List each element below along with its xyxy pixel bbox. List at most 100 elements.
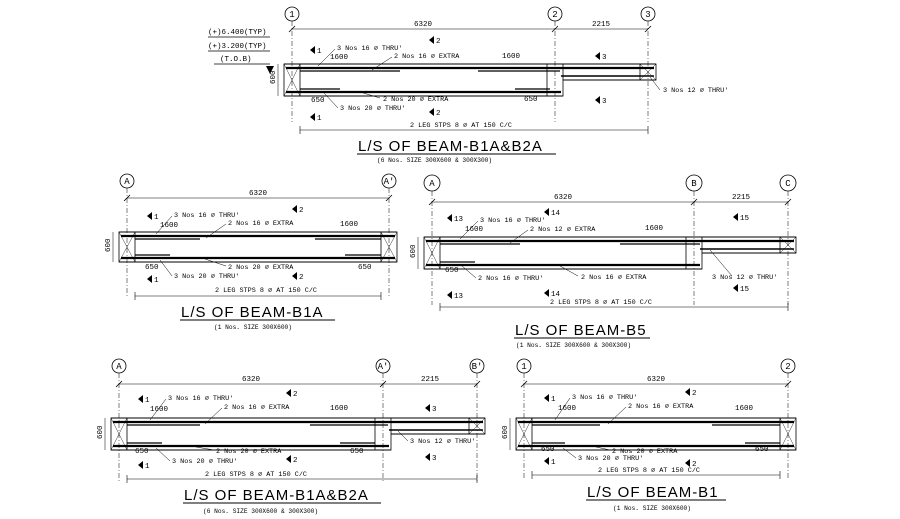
top-through-bars: 3 Nos 16 ∅ THRU' bbox=[168, 395, 233, 403]
bottom-extra-length: 650 bbox=[541, 446, 555, 454]
beam-b1a-b2a-top: 1 2 3 6320 2215 bbox=[270, 6, 728, 164]
top-extra-length: 1600 bbox=[150, 406, 169, 414]
top-extra-length: 1600 bbox=[465, 226, 484, 234]
bottom-extra-bars: 2 Nos 20 ∅ EXTRA bbox=[383, 96, 449, 104]
bottom-extra-length: 650 bbox=[524, 96, 538, 104]
bottom-extra-length: 650 bbox=[358, 264, 372, 272]
cantilever-through-bars: 3 Nos 12 ∅ THRU' bbox=[663, 87, 728, 95]
section-marker: 13 bbox=[454, 216, 464, 224]
top-extra-length: 1600 bbox=[340, 221, 359, 229]
section-marker: 3 bbox=[602, 54, 607, 62]
stirrup-spec: 2 LEG STPS 8 ∅ AT 150 C/C bbox=[410, 122, 512, 130]
grid-label: A bbox=[429, 179, 435, 189]
grid-label: B' bbox=[472, 362, 483, 372]
bottom-extra-bars: 2 Nos 20 ∅ EXTRA bbox=[216, 448, 282, 456]
section-marker: 1 bbox=[154, 214, 159, 222]
bottom-extra-bars: 2 Nos 20 ∅ EXTRA bbox=[612, 448, 678, 456]
bottom-extra-length: 650 bbox=[135, 448, 149, 456]
bottom-through-bars: 3 Nos 20 ∅ THRU' bbox=[578, 455, 643, 463]
stirrup-spec: 2 LEG STPS 8 ∅ AT 150 C/C bbox=[550, 299, 652, 307]
section-marker: 3 bbox=[602, 98, 607, 106]
grid-label: A bbox=[124, 177, 130, 187]
top-extra-length: 1600 bbox=[160, 222, 179, 230]
grid-label: 1 bbox=[289, 10, 294, 20]
top-extra-length: 1600 bbox=[330, 405, 349, 413]
top-through-bars: 3 Nos 16 ∅ THRU' bbox=[337, 45, 402, 53]
level-mid: (+)3.200(TYP) bbox=[208, 43, 267, 51]
top-extra-length: 1600 bbox=[645, 225, 664, 233]
top-extra-bars: 2 Nos 16 ∅ EXTRA bbox=[628, 403, 694, 411]
section-marker: 1 bbox=[317, 115, 322, 123]
stirrup-spec: 2 LEG STPS 8 ∅ AT 150 C/C bbox=[215, 287, 317, 295]
span-dimension: 6320 bbox=[554, 194, 573, 202]
span-dimension: 6320 bbox=[647, 376, 666, 384]
section-marker: 14 bbox=[551, 291, 561, 299]
span-dimension: 6320 bbox=[242, 376, 261, 384]
bottom-extra-length: 650 bbox=[350, 448, 364, 456]
top-through-bars: 3 Nos 16 ∅ THRU' bbox=[572, 394, 637, 402]
stirrup-spec: 2 LEG STPS 8 ∅ AT 150 C/C bbox=[205, 471, 307, 479]
span-dimension: 2215 bbox=[421, 376, 440, 384]
beam-title: L/S OF BEAM-B1A&B2A bbox=[184, 487, 369, 504]
span-dimension: 6320 bbox=[414, 21, 433, 29]
beam-b5: A B C 6320 2215 600 1600 1600 650 bbox=[410, 174, 797, 349]
section-marker: 1 bbox=[145, 463, 150, 471]
top-through-bars: 3 Nos 16 ∅ THRU' bbox=[174, 212, 239, 220]
beam-subtitle: (6 Nos. SIZE 300X600 & 300X300) bbox=[203, 508, 318, 515]
bottom-through-bars: 3 Nos 20 ∅ THRU' bbox=[174, 273, 239, 281]
span-dimension: 6320 bbox=[249, 190, 268, 198]
beam-subtitle: (1 Nos. SIZE 300X600) bbox=[613, 505, 691, 512]
beam-depth: 600 bbox=[270, 70, 278, 84]
section-marker: 2 bbox=[436, 110, 441, 118]
beam-b1a-b2a-bottom: A A' B' 6320 2215 600 1600 1600 6 bbox=[97, 358, 486, 515]
beam-title: L/S OF BEAM-B1 bbox=[587, 484, 719, 501]
top-extra-bars: 2 Nos 16 ∅ EXTRA bbox=[228, 220, 294, 228]
beam-depth: 600 bbox=[105, 238, 113, 252]
grid-label: 1 bbox=[521, 362, 526, 372]
section-marker: 2 bbox=[293, 391, 298, 399]
cantilever-through-bars: 3 Nos 12 ∅ THRU' bbox=[410, 438, 475, 446]
section-marker: 1 bbox=[551, 459, 556, 467]
bottom-through-bars: 2 Nos 16 ∅ THRU' bbox=[478, 275, 543, 283]
section-marker: 3 bbox=[432, 406, 437, 414]
bottom-extra-length: 650 bbox=[445, 267, 459, 275]
beam-depth: 600 bbox=[410, 244, 418, 258]
grid-label: 2 bbox=[552, 10, 557, 20]
level-top: (+)6.400(TYP) bbox=[208, 29, 267, 37]
beam-depth: 600 bbox=[502, 425, 510, 439]
section-marker: 2 bbox=[299, 207, 304, 215]
bottom-extra-length: 650 bbox=[755, 446, 769, 454]
bottom-extra-length: 650 bbox=[145, 264, 159, 272]
section-marker: 3 bbox=[432, 455, 437, 463]
beam-depth: 600 bbox=[97, 425, 105, 439]
top-extra-length: 1600 bbox=[502, 53, 521, 61]
bottom-through-bars: 3 Nos 20 ∅ THRU' bbox=[172, 458, 237, 466]
grid-label: B bbox=[691, 179, 697, 189]
section-marker: 2 bbox=[299, 274, 304, 282]
top-through-bars: 3 Nos 16 ∅ THRU' bbox=[480, 217, 545, 225]
beam-subtitle: (6 Nos. SIZE 300X600 & 300X300) bbox=[377, 157, 492, 164]
bottom-extra-length: 650 bbox=[311, 97, 325, 105]
top-extra-bars: 2 Nos 12 ∅ EXTRA bbox=[530, 226, 596, 234]
top-extra-bars: 2 Nos 16 ∅ EXTRA bbox=[224, 404, 290, 412]
beam-title: L/S OF BEAM-B5 bbox=[515, 322, 647, 339]
span-dimension: 2215 bbox=[732, 194, 751, 202]
level-markers: (+)6.400(TYP) (+)3.200(TYP) (T.O.B) bbox=[208, 29, 274, 74]
top-extra-length: 1600 bbox=[735, 405, 754, 413]
section-marker: 1 bbox=[551, 396, 556, 404]
section-marker: 2 bbox=[692, 461, 697, 469]
section-marker: 15 bbox=[740, 215, 750, 223]
beam-b1: 1 2 6320 600 1600 1600 650 650 3 Nos 16 … bbox=[502, 358, 797, 512]
section-marker: 15 bbox=[740, 286, 750, 294]
section-marker: 2 bbox=[293, 457, 298, 465]
grid-label: A bbox=[116, 362, 122, 372]
top-extra-length: 1600 bbox=[330, 54, 349, 62]
level-tob: (T.O.B) bbox=[220, 56, 252, 64]
section-marker: 13 bbox=[454, 293, 464, 301]
beam-title: L/S OF BEAM-B1A bbox=[181, 304, 324, 321]
grid-label: 3 bbox=[645, 10, 650, 20]
section-marker: 1 bbox=[145, 397, 150, 405]
section-marker: 2 bbox=[436, 38, 441, 46]
bottom-through-bars: 3 Nos 20 ∅ THRU' bbox=[340, 105, 405, 113]
